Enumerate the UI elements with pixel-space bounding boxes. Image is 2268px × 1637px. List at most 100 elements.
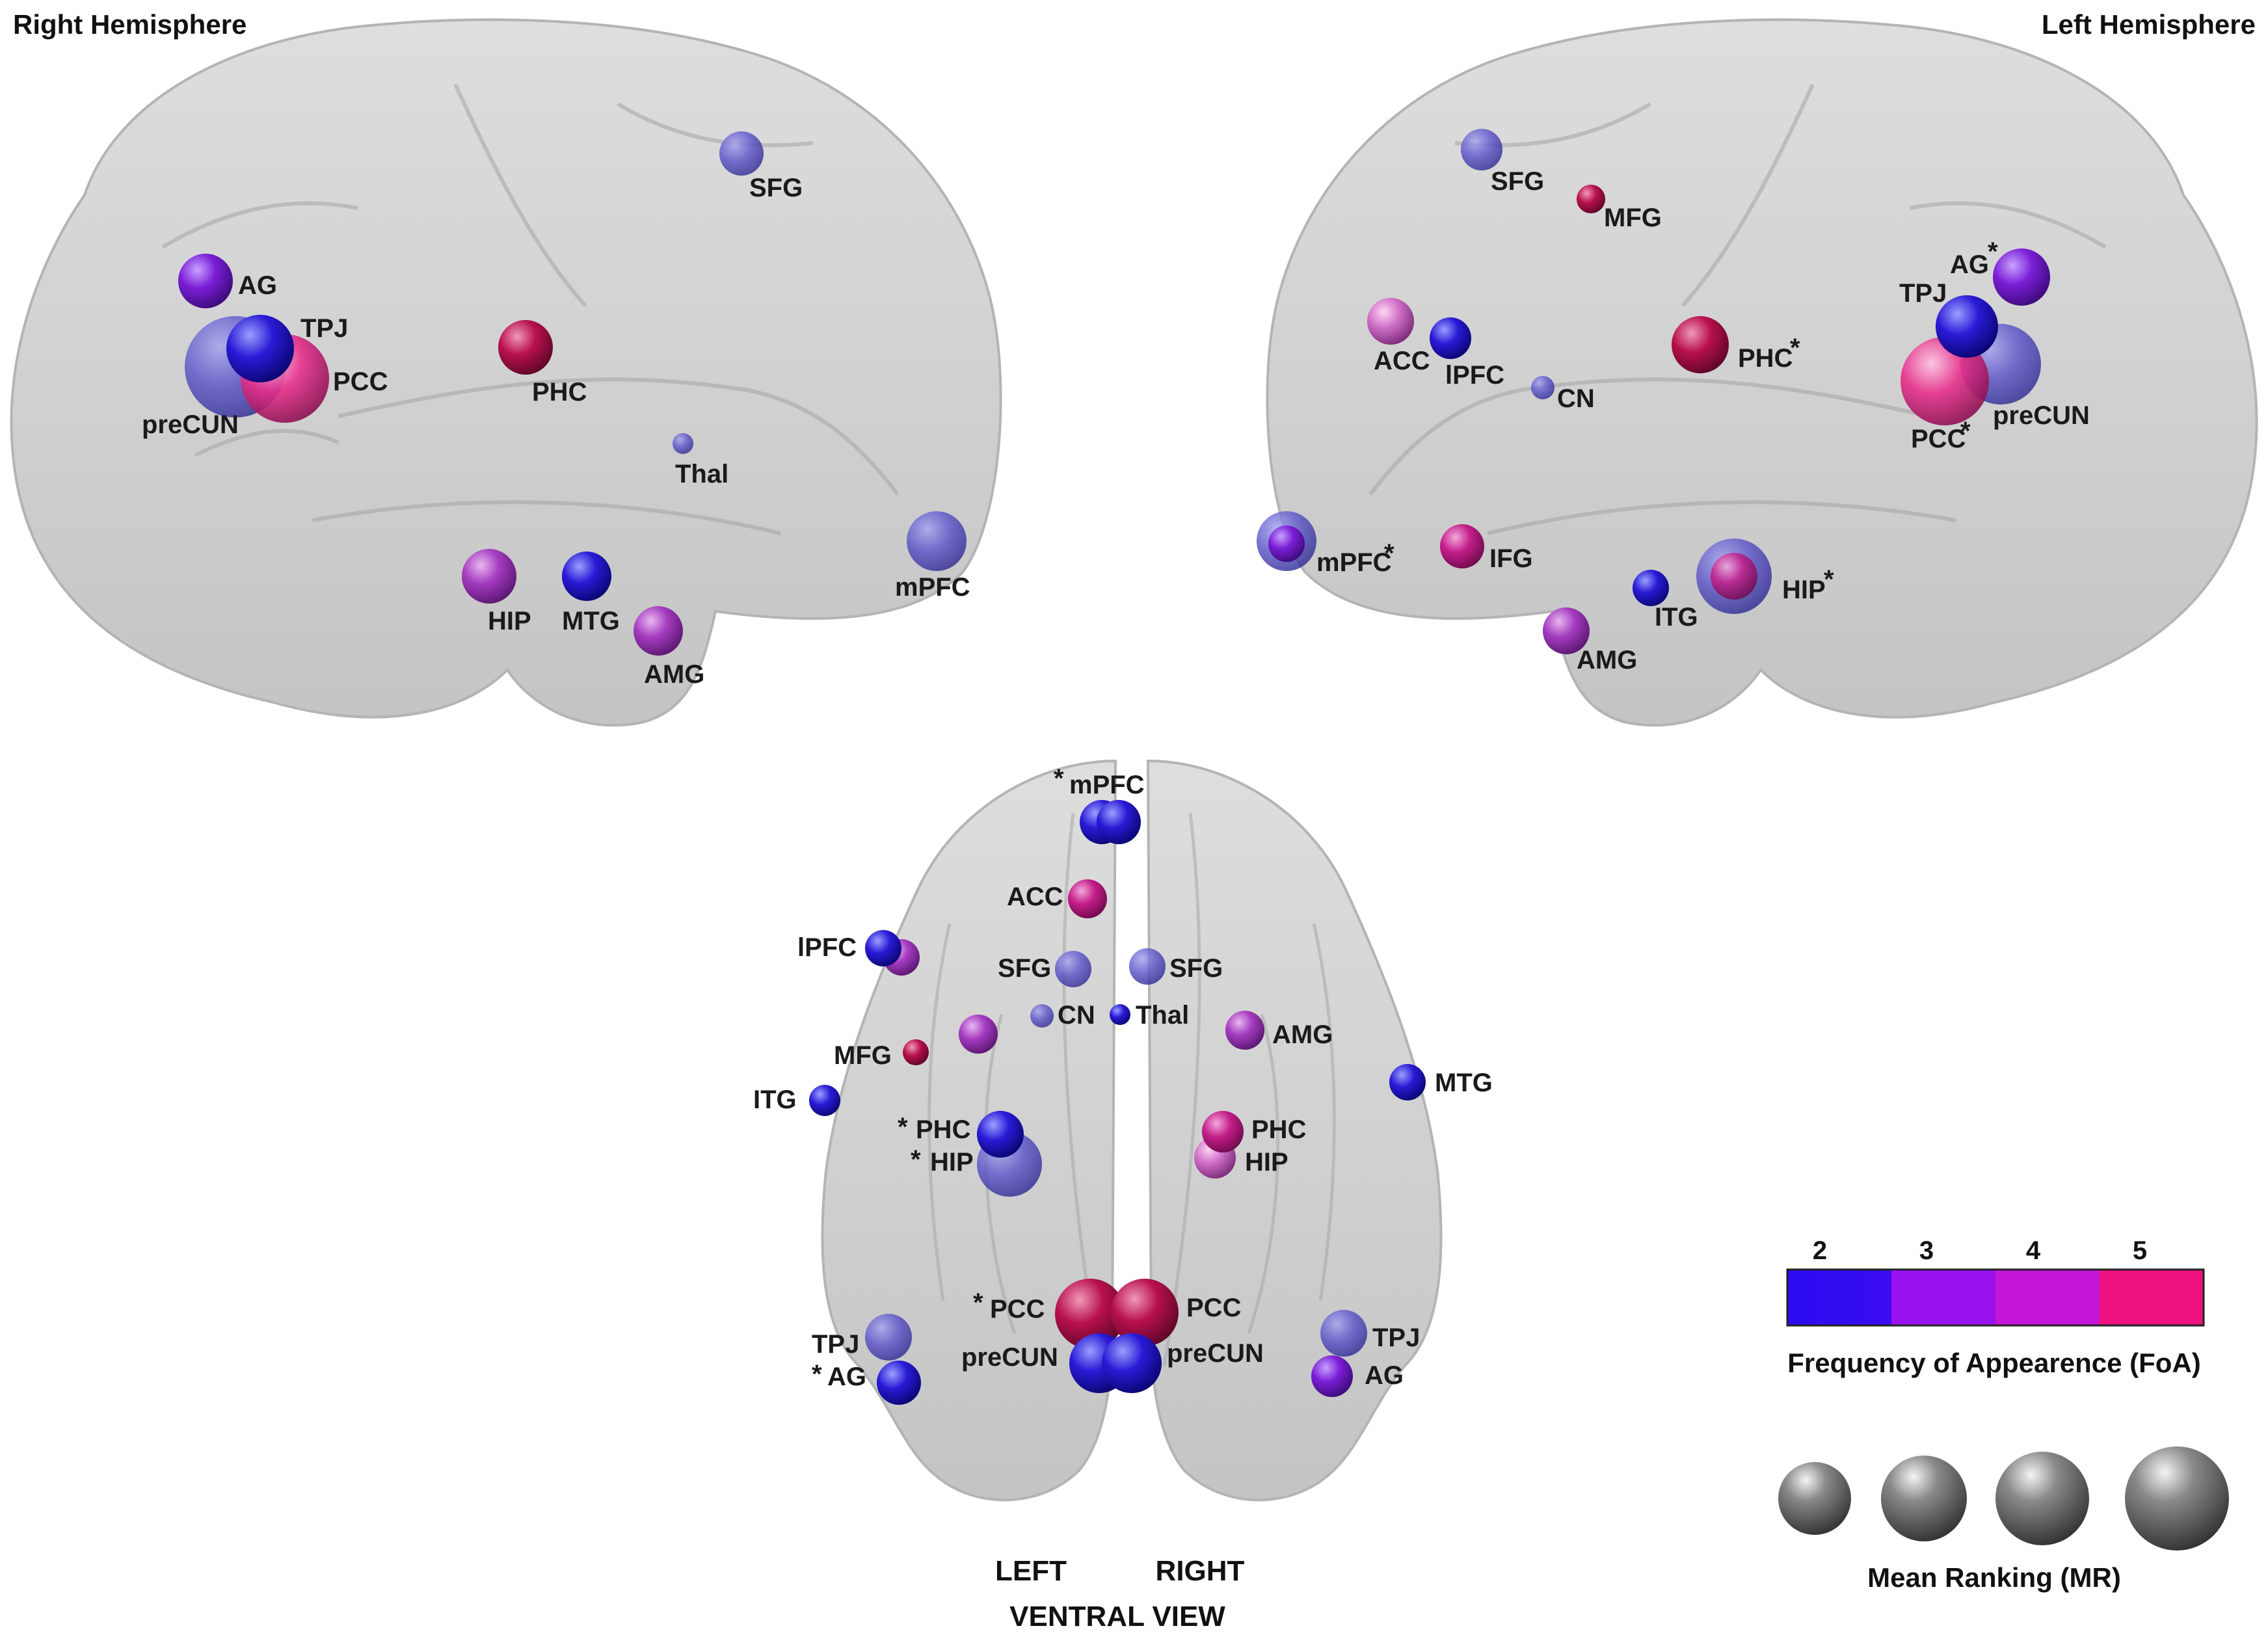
label-l-precun: preCUN <box>1993 401 2090 430</box>
node-v-precun-r <box>1102 1333 1162 1393</box>
foa-tick-5: 5 <box>2133 1236 2147 1265</box>
node-v-mfg <box>903 1039 929 1065</box>
label-v-tpj-l: TPJ <box>812 1330 859 1359</box>
node-r-amg <box>634 606 683 656</box>
mr-sphere-3 <box>1995 1452 2089 1545</box>
node-v-lpfc <box>865 930 901 966</box>
label-l-mpfc-star: * <box>1384 539 1394 568</box>
right-sulci <box>161 83 900 535</box>
left-hemisphere-title: Left Hemisphere <box>2042 9 2256 40</box>
label-l-tpj: TPJ <box>1899 279 1947 308</box>
label-v-ag-l: AG <box>827 1363 866 1391</box>
node-r-hip <box>462 549 516 604</box>
label-v-precun-r: preCUN <box>1167 1339 1264 1368</box>
label-r-thal: Thal <box>675 460 728 488</box>
label-l-sfg: SFG <box>1491 167 1544 196</box>
ventral-view-title: VENTRAL VIEW <box>1009 1601 1225 1632</box>
node-v-amg-l <box>959 1015 998 1054</box>
node-l-phc <box>1672 316 1729 373</box>
node-l-pcc <box>1901 337 1989 425</box>
label-l-lpfc: lPFC <box>1445 361 1504 390</box>
right-hemisphere-view <box>10 18 1002 727</box>
label-v-ag-r: AG <box>1365 1361 1404 1390</box>
node-v-phc-r <box>1202 1111 1244 1152</box>
node-l-mfg <box>1577 185 1605 213</box>
label-v-hip-r: HIP <box>1245 1148 1288 1177</box>
node-r-mpfc <box>907 511 967 571</box>
label-l-ag-star: * <box>1988 237 1998 266</box>
label-l-ifg: IFG <box>1489 544 1533 573</box>
node-v-pcc-r <box>1111 1279 1179 1346</box>
node-v-thal <box>1110 1004 1130 1025</box>
mr-sphere-1 <box>1778 1462 1851 1535</box>
node-l-acc <box>1367 298 1414 345</box>
label-v-phc-l: PHC <box>916 1115 970 1144</box>
node-l-amg <box>1543 607 1590 654</box>
node-l-ag <box>1993 248 2050 306</box>
node-l-lpfc <box>1430 317 1471 359</box>
label-l-cn: CN <box>1557 384 1595 413</box>
mr-legend: Mean Ranking (MR) <box>1778 1446 2229 1593</box>
foa-tick-4: 4 <box>2026 1236 2041 1265</box>
node-l-ifg <box>1440 524 1484 568</box>
node-v-itg <box>809 1085 840 1116</box>
label-r-mtg: MTG <box>562 607 620 635</box>
node-l-cn <box>1531 376 1554 399</box>
node-r-phc <box>498 320 553 375</box>
label-v-itg: ITG <box>753 1085 797 1114</box>
label-v-phc-r: PHC <box>1251 1115 1306 1144</box>
label-r-hip: HIP <box>488 607 531 635</box>
foa-legend-title: Frequency of Appearence (FoA) <box>1787 1348 2201 1378</box>
label-v-mtg: MTG <box>1435 1069 1493 1097</box>
ventral-right-hemisphere <box>1146 759 1443 1502</box>
node-v-amg-r <box>1225 1011 1264 1050</box>
node-v-sfg-r <box>1129 948 1166 985</box>
mr-sphere-2 <box>1881 1456 1967 1541</box>
right-hemisphere-title: Right Hemisphere <box>13 9 247 40</box>
label-l-amg: AMG <box>1577 646 1637 674</box>
foa-tick-3: 3 <box>1919 1236 1934 1265</box>
node-v-ag-r <box>1311 1355 1353 1397</box>
mr-sphere-4 <box>2125 1446 2229 1550</box>
ventral-left-label: LEFT <box>995 1555 1067 1587</box>
node-r-sfg <box>719 131 764 176</box>
label-v-pcc-l-star: * <box>973 1288 983 1317</box>
label-l-itg: ITG <box>1655 603 1698 632</box>
label-l-pcc-star: * <box>1960 417 1971 446</box>
node-l-tpj <box>1936 295 1998 358</box>
node-v-phc-l <box>977 1111 1024 1158</box>
label-l-phc-star: * <box>1790 334 1800 362</box>
left-hemisphere-nodes <box>1257 129 2050 654</box>
left-hemisphere-labels: SFG MFG AG * TPJ ACC lPFC CN PHC * PCC *… <box>1316 167 2090 674</box>
node-r-mtg <box>562 552 611 601</box>
label-v-cn: CN <box>1058 1001 1095 1030</box>
label-r-sfg: SFG <box>749 174 803 202</box>
label-v-mpfc-star: * <box>1054 764 1064 793</box>
node-v-cn <box>1030 1004 1054 1028</box>
label-l-ag: AG <box>1950 250 1989 279</box>
label-l-hip: HIP <box>1782 576 1826 604</box>
node-v-mpfc-r <box>1097 800 1141 844</box>
label-v-thal: Thal <box>1136 1001 1189 1030</box>
label-v-lpfc: lPFC <box>797 933 857 962</box>
ventral-right-label: RIGHT <box>1156 1555 1245 1587</box>
label-v-hip-l: HIP <box>930 1148 974 1177</box>
label-r-phc: PHC <box>532 378 587 406</box>
label-l-phc: PHC <box>1738 344 1793 373</box>
node-v-mtg <box>1389 1064 1426 1100</box>
ventral-labels: * mPFC ACC lPFC SFG SFG CN Thal AMG MFG … <box>753 764 1493 1391</box>
label-r-mpfc: mPFC <box>895 573 970 602</box>
node-r-ag <box>178 254 233 308</box>
label-v-tpj-r: TPJ <box>1372 1324 1420 1352</box>
label-r-pcc: PCC <box>333 367 388 396</box>
label-r-ag: AG <box>238 271 277 300</box>
node-r-tpj <box>226 315 294 382</box>
foa-tick-2: 2 <box>1813 1236 1827 1265</box>
label-v-phc-l-star: * <box>898 1113 908 1141</box>
node-l-sfg <box>1461 129 1502 170</box>
right-hemisphere-labels: SFG AG TPJ PCC preCUN PHC Thal mPFC HIP … <box>142 174 970 689</box>
node-l-mpfc-inner <box>1268 526 1305 562</box>
label-v-mfg: MFG <box>834 1041 892 1070</box>
mr-legend-title: Mean Ranking (MR) <box>1867 1562 2121 1593</box>
